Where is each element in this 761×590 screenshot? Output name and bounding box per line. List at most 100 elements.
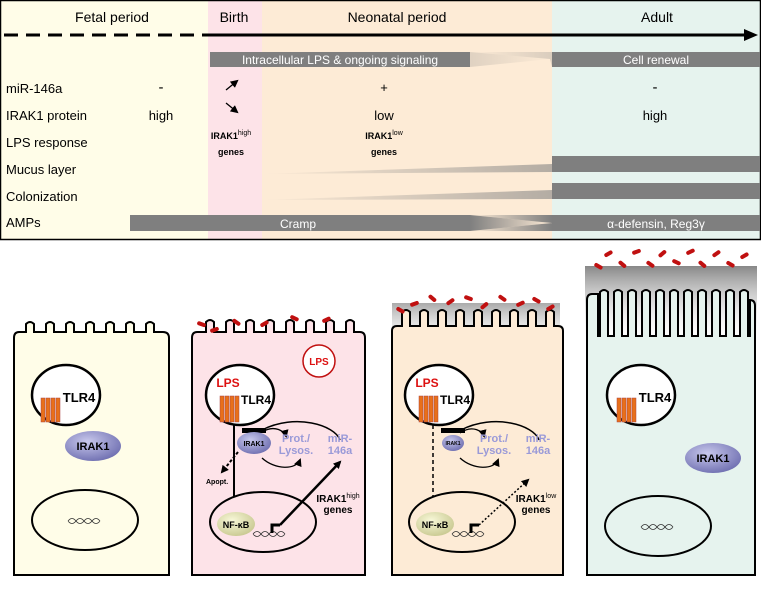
mucus-layer-solid <box>552 156 760 172</box>
cell-renewal-band-solid <box>552 52 760 67</box>
birth-mir146a-label: miR-146a <box>328 433 353 457</box>
mir146a-neonatal-value: + <box>380 80 388 95</box>
neonatal-transcription-arrow <box>478 478 530 526</box>
defensin-band-solid <box>552 215 760 231</box>
birth-genes-sub: genes <box>324 505 353 516</box>
fetal-period-header: Fetal period <box>75 9 149 25</box>
lps-response-birth: IRAK1high <box>211 130 251 141</box>
birth-nfkb-label: NF-κB <box>223 520 250 530</box>
birth-irak1-icon <box>237 432 271 454</box>
birth-lps-label: LPS <box>216 376 239 390</box>
row-label-mir146a: miR-146a <box>6 81 63 96</box>
adult-tlr4-icon <box>616 397 637 423</box>
birth-nfkb-icon <box>217 512 255 536</box>
cell-renewal-label: Cell renewal <box>623 53 689 67</box>
neonatal-inhibition-bar <box>441 428 465 433</box>
birth-tlr4-label: TLR4 <box>241 393 271 407</box>
neonatal-nfkb-label: NF-κB <box>422 520 449 530</box>
row-label-colonization: Colonization <box>6 189 78 204</box>
birth-header: Birth <box>220 9 249 25</box>
mir146a-birth-up-arrow <box>225 79 239 91</box>
row-label-amps: AMPs <box>6 215 41 230</box>
birth-prot-label: Prot./Lysos. <box>279 433 313 457</box>
birth-nucleus <box>209 491 317 553</box>
cramp-label: Cramp <box>280 217 316 231</box>
neonatal-period-background <box>262 0 552 240</box>
neonatal-tlr4-label: TLR4 <box>440 393 470 407</box>
fetal-irak1-label: IRAK1 <box>76 441 109 453</box>
lps-response-neonatal-genes: genes <box>371 147 397 157</box>
neonatal-nfkb-to-irak-arrow <box>459 457 500 468</box>
defensin-label: α-defensin, Reg3γ <box>607 217 705 231</box>
fetal-cell: TLR4 IRAK1 <box>13 321 170 576</box>
fetal-irak1-icon <box>65 431 121 461</box>
fetal-dna-icon <box>67 518 101 524</box>
fetal-tlr4-label: TLR4 <box>63 390 96 405</box>
timeline-panel: Fetal period Birth Neonatal period Adult… <box>0 0 761 241</box>
neonatal-promoter-icon <box>469 523 479 533</box>
neonatal-inhibition-curve <box>460 421 540 441</box>
adult-dna-icon <box>640 524 674 530</box>
neonatal-prot-label: Prot./Lysos. <box>477 433 511 457</box>
birth-free-lps-vesicle <box>302 344 336 378</box>
birth-free-lps-label: LPS <box>309 357 329 368</box>
defensin-band-fade <box>470 215 552 231</box>
fetal-period-background <box>0 0 208 240</box>
mir146a-fetal-value: - <box>159 79 164 96</box>
birth-background <box>208 0 262 240</box>
irak1-adult-value: high <box>643 108 668 123</box>
birth-inhibition-bar <box>242 428 266 433</box>
birth-cell: LPS LPS TLR4 IRAK1 Prot./Lysos. miR-146a… <box>191 315 366 576</box>
irak1-birth-down-arrow <box>225 102 239 114</box>
adult-irak1-icon <box>685 443 741 473</box>
row-label-irak1: IRAK1 protein <box>6 108 87 123</box>
neonatal-period-header: Neonatal period <box>348 9 447 25</box>
adult-cell: TLR4 IRAK1 <box>585 248 757 576</box>
neonatal-irak1-to-prot-arrow <box>459 428 487 438</box>
lps-response-neonatal: IRAK1low <box>365 130 403 141</box>
birth-apoptosis-label: Apopt. <box>206 479 228 486</box>
neonatal-bacteria <box>396 294 555 314</box>
birth-transcription-arrow <box>279 460 342 526</box>
row-label-lps-response: LPS response <box>6 135 88 150</box>
neonatal-genes-sub: genes <box>522 505 551 516</box>
neonatal-genes-label: IRAK1low <box>516 493 557 505</box>
irak1-fetal-value: high <box>149 108 174 123</box>
birth-nfkb-to-irak-arrow <box>261 457 302 468</box>
birth-genes-label: IRAK1high <box>316 493 359 505</box>
neonatal-irak1-label: IRAK1 <box>445 441 460 447</box>
adult-header: Adult <box>641 9 673 25</box>
birth-dotted-apopt-arrow <box>220 451 239 474</box>
neonatal-nucleus <box>408 491 516 553</box>
adult-irak1-label: IRAK1 <box>696 453 729 465</box>
cramp-band-fade <box>470 215 552 231</box>
birth-bacteria <box>197 315 331 333</box>
cramp-band-solid <box>130 215 470 231</box>
birth-irak1-to-prot-arrow <box>261 428 289 438</box>
birth-tlr4-icon <box>219 395 240 423</box>
neonatal-irak1-icon <box>442 435 464 451</box>
birth-irak1-label: IRAK1 <box>243 441 264 448</box>
neonatal-tlr4-icon <box>418 395 439 423</box>
birth-promoter-icon <box>270 523 280 533</box>
mir146a-adult-value: - <box>653 79 658 96</box>
colonization-solid <box>552 183 760 199</box>
fetal-tlr4-icon <box>40 397 61 423</box>
row-label-mucus: Mucus layer <box>6 162 77 177</box>
timeline-arrowhead <box>744 29 758 41</box>
neonatal-cell: LPS TLR4 IRAK1 Prot./Lysos. miR-146a NF-… <box>391 294 564 576</box>
neonatal-nfkb-icon <box>416 512 454 536</box>
adult-bacteria <box>594 248 749 270</box>
birth-inhibition-curve <box>261 421 341 441</box>
lps-signaling-label: Intracellular LPS & ongoing signaling <box>242 53 438 67</box>
birth-dna-icon <box>252 531 286 537</box>
neonatal-lps-label: LPS <box>415 376 438 390</box>
irak1-neonatal-value: low <box>374 108 394 123</box>
lps-signaling-band-solid <box>210 52 470 67</box>
adult-background <box>552 0 761 240</box>
neonatal-dna-icon <box>451 531 485 537</box>
lps-response-birth-genes: genes <box>218 147 244 157</box>
neonatal-mir146a-label: miR-146a <box>526 433 551 457</box>
adult-tlr4-label: TLR4 <box>639 390 672 405</box>
